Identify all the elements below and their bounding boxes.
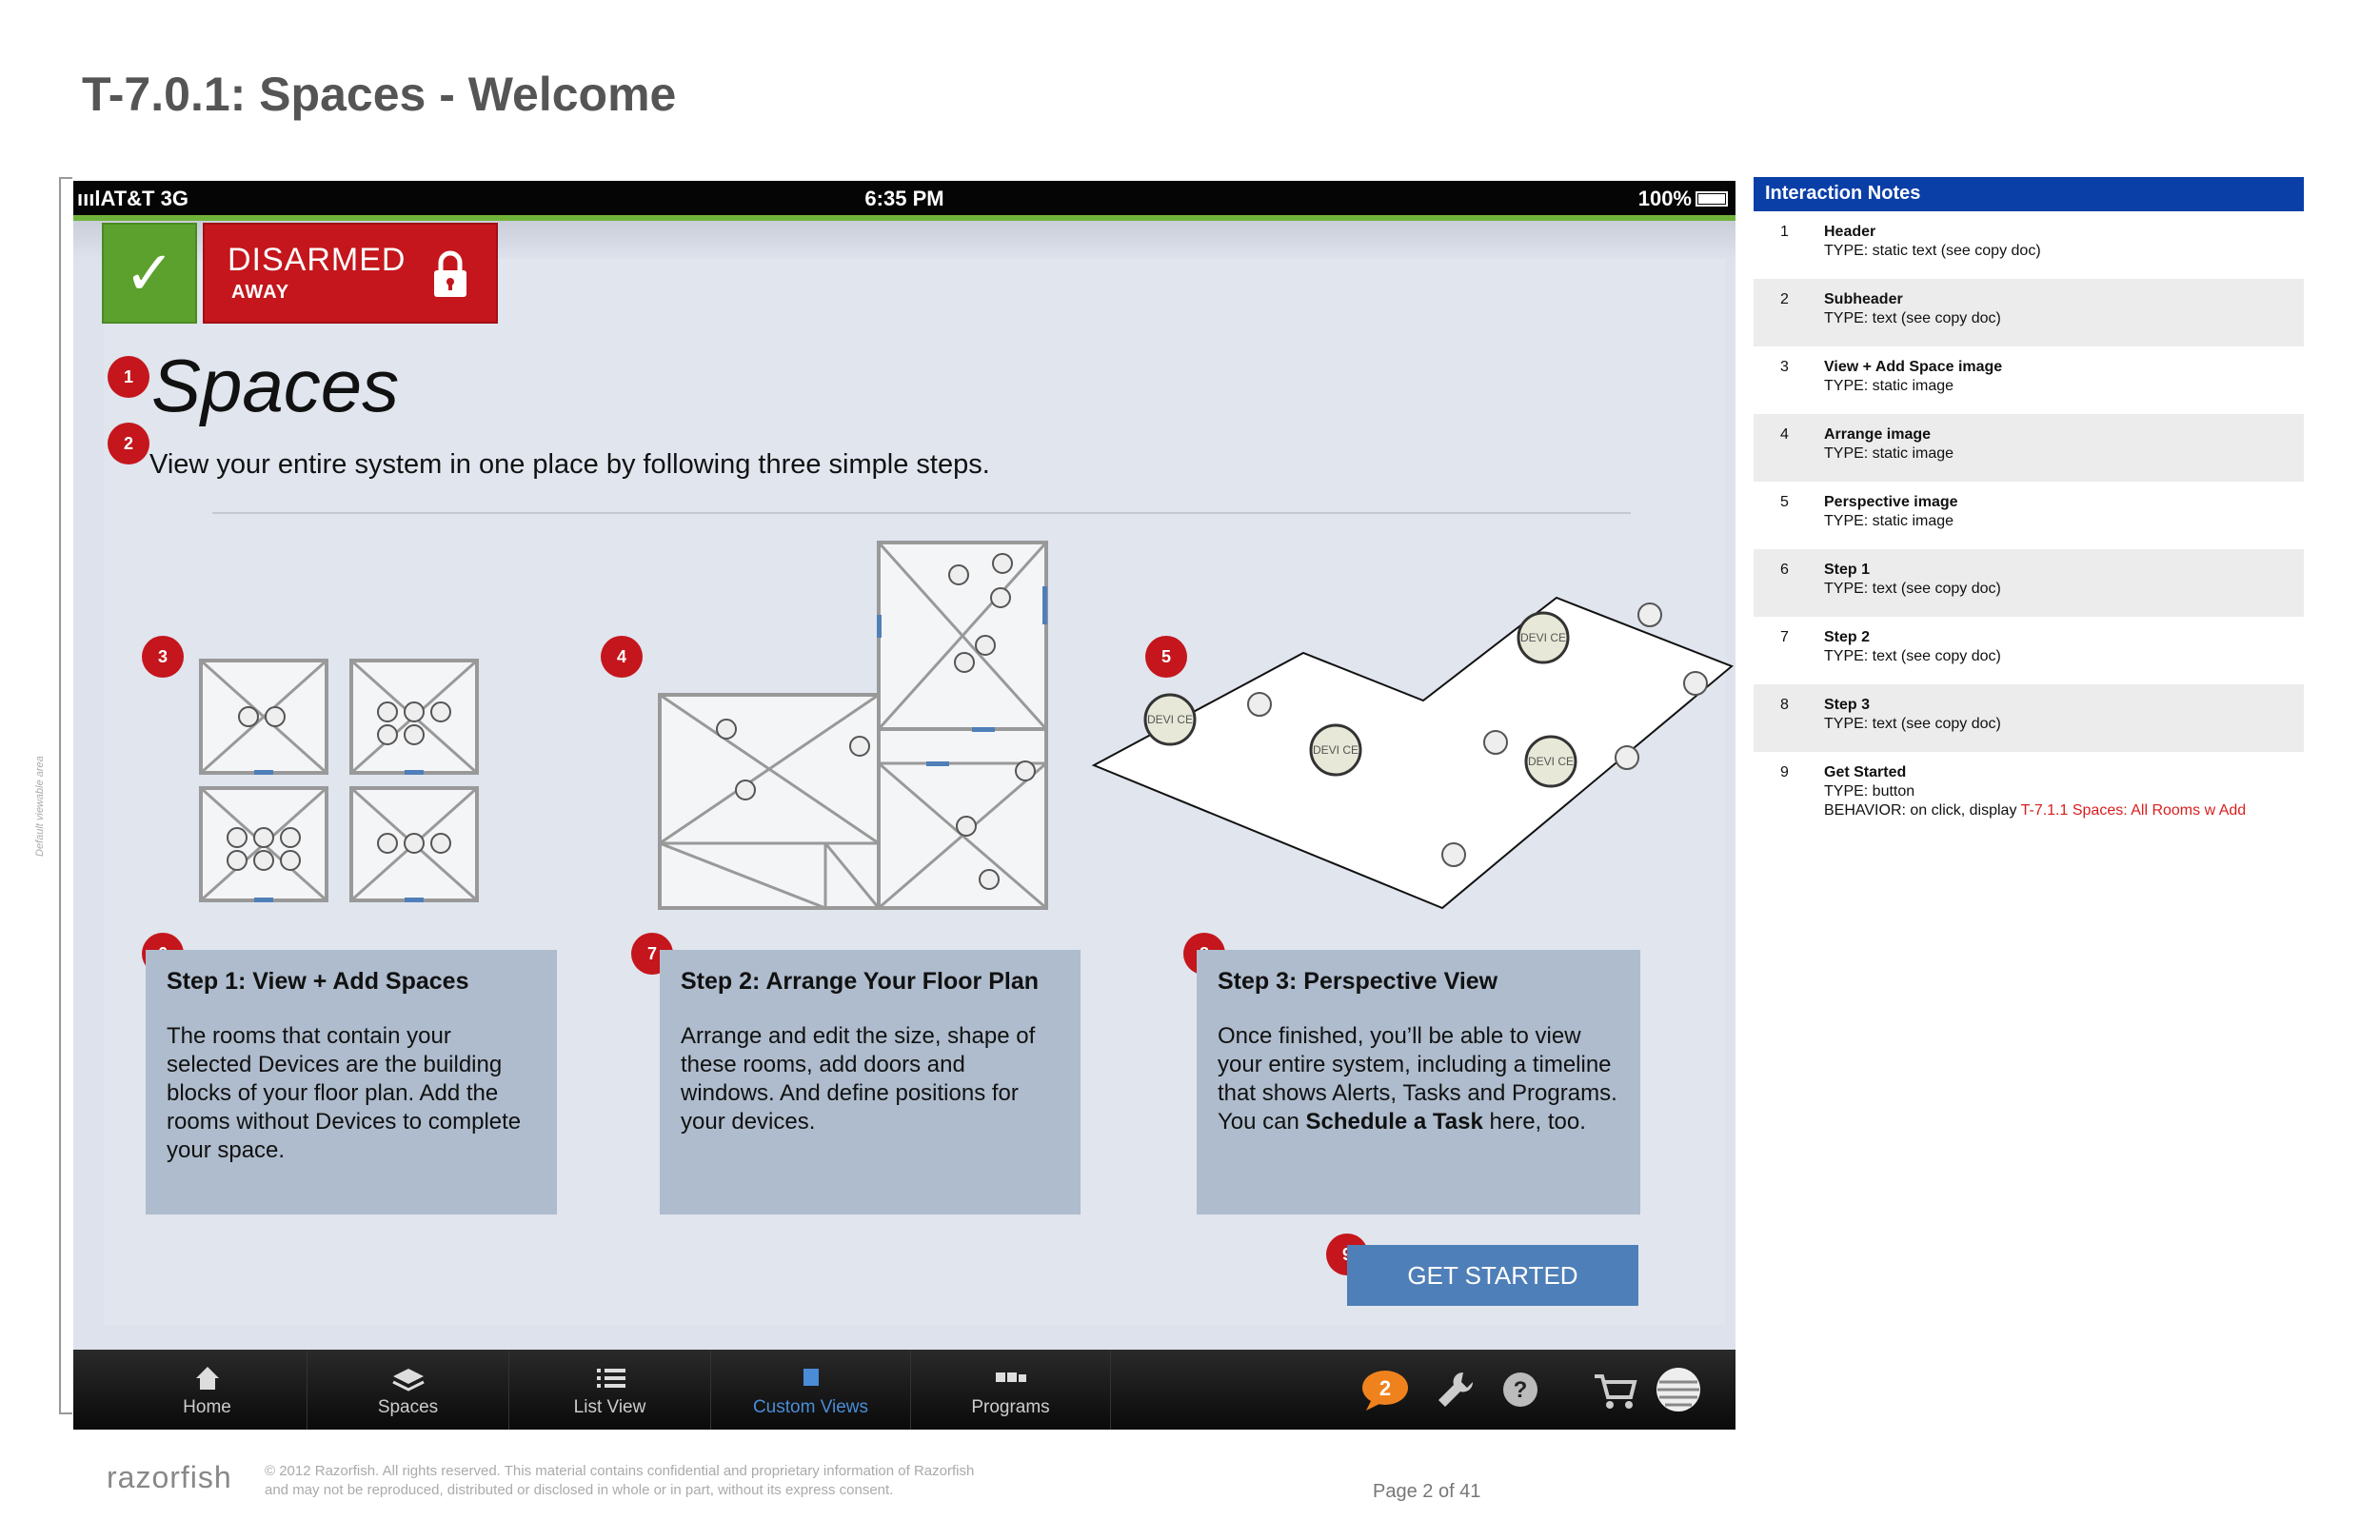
arrange-image [658, 541, 1048, 910]
device-label: DEVI CE [1520, 631, 1566, 644]
schedule-task-emphasis: Schedule a Task [1305, 1109, 1483, 1135]
programs-icon [995, 1372, 1026, 1382]
step-1-title: Step 1: View + Add Spaces [167, 968, 469, 995]
clock: 6:35 PM [864, 187, 944, 210]
behavior-link[interactable]: T-7.1.1 Spaces: All Rooms w Add [2020, 802, 2247, 819]
list-icon [596, 1369, 625, 1388]
armed-check-badge[interactable]: ✓ [102, 223, 197, 324]
device-label: DEVI CE [1528, 755, 1574, 768]
subheader: View your entire system in one place by … [149, 449, 990, 480]
annotation-marker-5: 5 [1145, 636, 1187, 678]
alarm-status-badge[interactable]: DISARMED AWAY [203, 223, 498, 324]
battery-indicator: 100% [1638, 187, 1728, 211]
battery-percent: 100% [1637, 187, 1692, 210]
tab-list-view[interactable]: List View [509, 1350, 711, 1430]
step-2-box: Step 2: Arrange Your Floor Plan Arrange … [660, 950, 1081, 1214]
alert-count: 2 [1379, 1376, 1391, 1400]
step-2-title: Step 2: Arrange Your Floor Plan [681, 968, 1039, 995]
document-title: T-7.0.1: Spaces - Welcome [82, 68, 677, 121]
page-number: Page 2 of 41 [1373, 1481, 1481, 1502]
lock-icon [434, 250, 466, 297]
tab-custom-views-label: Custom Views [752, 1397, 869, 1417]
att-globe-icon[interactable] [1654, 1365, 1703, 1414]
get-started-button[interactable]: GET STARTED [1347, 1245, 1638, 1306]
viewable-area-bracket [59, 177, 72, 1414]
wrench-icon[interactable] [1435, 1369, 1477, 1411]
step-1-body: The rooms that contain your selected Dev… [167, 1023, 522, 1163]
alarm-state: DISARMED [228, 242, 407, 278]
step-2-body: Arrange and edit the size, shape of thes… [681, 1023, 1036, 1135]
status-accent-line [73, 215, 1735, 221]
copyright-notice: © 2012 Razorfish. All rights reserved. T… [265, 1463, 975, 1498]
help-glyph: ? [1514, 1377, 1528, 1403]
step-3-body: Once finished, you’ll be able to view yo… [1218, 1023, 1617, 1135]
checkmark-icon: ✓ [124, 238, 175, 307]
tab-home[interactable]: Home [108, 1350, 307, 1430]
home-icon [195, 1367, 219, 1390]
viewable-area-label: Default viewable area [34, 756, 46, 857]
alarm-mode: AWAY [231, 282, 290, 303]
layers-icon [391, 1369, 425, 1392]
tab-spaces-label: Spaces [377, 1397, 439, 1417]
tab-list-view-label: List View [573, 1397, 646, 1417]
tab-programs[interactable]: Programs [911, 1350, 1111, 1430]
notes-header: Interaction Notes [1754, 177, 2304, 211]
tab-custom-views[interactable]: Custom Views [711, 1350, 911, 1430]
annotation-marker-3: 3 [142, 636, 184, 678]
step-1-box: Step 1: View + Add Spaces The rooms that… [146, 950, 557, 1214]
device-label: DEVI CE [1313, 743, 1359, 757]
spaces-title: Spaces [151, 344, 400, 427]
perspective-image: DEVI CE DEVI CE DEVI CE DEVI CE [1091, 596, 1734, 910]
annotation-marker-1: 1 [108, 356, 149, 398]
tab-bar: Home Spaces List View Custom Views Progr… [73, 1350, 1735, 1430]
annotation-marker-4: 4 [601, 636, 643, 678]
step-3-box: Step 3: Perspective View Once finished, … [1197, 950, 1640, 1214]
carrier-label: ııılAT&T 3G [77, 187, 188, 210]
status-bar: ııılAT&T 3G 6:35 PM 100% [73, 181, 1735, 215]
content-divider [212, 512, 1631, 514]
tab-spaces[interactable]: Spaces [307, 1350, 509, 1430]
device-screen: ııılAT&T 3G 6:35 PM 100% ✓ DISARMED AWAY… [73, 181, 1735, 1430]
annotation-marker-2: 2 [108, 423, 149, 464]
battery-icon [1696, 191, 1728, 207]
custom-views-icon [803, 1369, 819, 1386]
tab-home-label: Home [183, 1397, 231, 1417]
view-add-space-image [199, 659, 479, 902]
help-icon[interactable]: ? [1499, 1369, 1541, 1411]
alerts-chat-icon[interactable]: 2 [1359, 1369, 1412, 1412]
device-label: DEVI CE [1147, 713, 1193, 726]
tab-programs-label: Programs [971, 1397, 1050, 1417]
cart-icon[interactable] [1591, 1369, 1638, 1411]
step-3-title: Step 3: Perspective View [1218, 968, 1498, 995]
razorfish-logo: razorfish [107, 1460, 232, 1494]
